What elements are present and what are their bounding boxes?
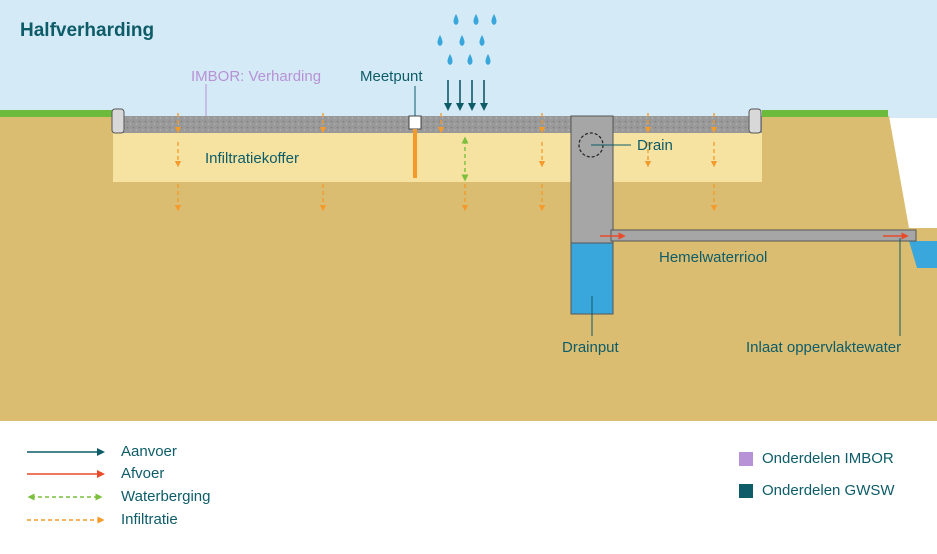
legend-infiltratie: Infiltratie <box>121 511 178 528</box>
label-imbor-verharding: IMBOR: Verharding <box>191 68 322 85</box>
rain-drop <box>447 54 453 65</box>
rain-drops <box>437 14 497 65</box>
legend-waterberging: Waterberging <box>121 488 211 505</box>
rain-drop <box>453 14 459 25</box>
curb-right <box>748 108 762 134</box>
hemelwaterriool-pipe <box>610 229 917 242</box>
page-title: Halfverharding <box>20 20 155 41</box>
meetpunt-cap <box>408 115 422 130</box>
legend-imbor-swatch <box>739 452 753 466</box>
legend-onderdelen-imbor: Onderdelen IMBOR <box>762 450 894 467</box>
grass-left <box>0 110 113 117</box>
rain-drop <box>485 54 491 65</box>
label-infiltratiekoffer: Infiltratiekoffer <box>205 150 299 167</box>
meetpunt-tube <box>413 129 417 178</box>
infiltratiekoffer-box <box>113 133 762 182</box>
label-hemelwaterriool: Hemelwaterriool <box>659 249 768 266</box>
rain-drop <box>459 35 465 46</box>
pavement <box>113 116 762 133</box>
rain-drop <box>467 54 473 65</box>
soil <box>0 116 937 421</box>
drainput-shaft <box>570 115 614 244</box>
legend-onderdelen-gwsw: Onderdelen GWSW <box>762 482 895 499</box>
label-meetpunt: Meetpunt <box>360 68 423 85</box>
infiltratie-arrows <box>174 113 718 212</box>
rain-drop <box>437 35 443 46</box>
legend-afvoer: Afvoer <box>121 465 165 482</box>
legend-aanvoer: Aanvoer <box>121 443 177 460</box>
surface-water <box>909 241 937 268</box>
rain-drop <box>491 14 497 25</box>
label-inlaat-oppervlaktewater: Inlaat oppervlaktewater <box>746 339 902 356</box>
rain-drop <box>479 35 485 46</box>
rain-drop <box>473 14 479 25</box>
label-drain: Drain <box>637 137 673 154</box>
grass-right <box>762 110 888 117</box>
aanvoer-arrows <box>444 80 488 111</box>
curb-left <box>111 108 125 134</box>
label-drainput: Drainput <box>562 339 619 356</box>
legend-gwsw-swatch <box>739 484 753 498</box>
